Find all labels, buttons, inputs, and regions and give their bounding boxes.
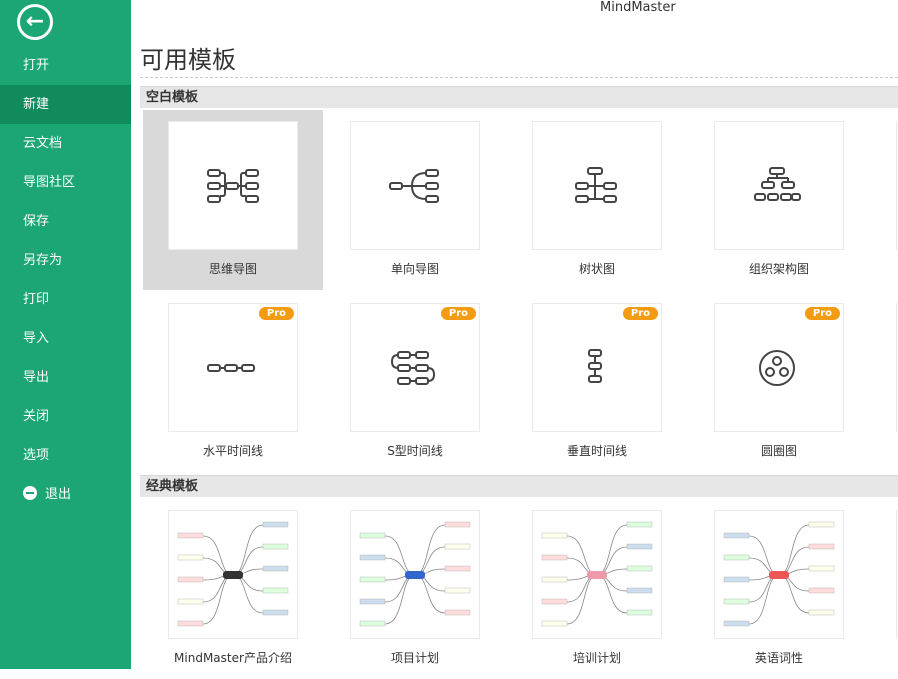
template-item[interactable]: Pro 圆圈图	[689, 292, 869, 472]
template-item[interactable]: 培训计划	[507, 499, 687, 679]
sidebar-item[interactable]: 打印	[0, 280, 131, 319]
template-card[interactable]	[714, 121, 844, 250]
circle-map-icon	[759, 349, 795, 386]
template-card[interactable]	[168, 121, 298, 250]
template-label: 水平时间线	[202, 444, 263, 458]
template-label: 思维导图	[208, 262, 257, 276]
template-label: 单向导图	[390, 262, 439, 276]
template-item[interactable]: 单向导图	[325, 110, 505, 290]
sidebar-item[interactable]: 退出	[0, 475, 131, 514]
template-card[interactable]	[350, 510, 480, 639]
template-card-partial[interactable]	[896, 121, 898, 250]
template-thumbnail	[723, 521, 835, 626]
pro-badge: Pro	[258, 307, 294, 320]
template-item[interactable]: 英语词性	[689, 499, 869, 679]
sidebar-item-label: 导图社区	[23, 175, 76, 190]
template-item[interactable]: Pro 水平时间线	[143, 292, 323, 472]
sidebar: ← 打开新建云文档导图社区保存另存为打印导入导出关闭选项退出	[0, 0, 131, 669]
template-card[interactable]: Pro	[714, 303, 844, 432]
pro-badge: Pro	[804, 307, 840, 320]
back-arrow-icon[interactable]: ←	[17, 4, 53, 40]
sidebar-item-label: 打开	[23, 58, 50, 73]
template-card[interactable]	[714, 510, 844, 639]
template-card-partial[interactable]	[896, 510, 898, 639]
template-label: 组织架构图	[748, 262, 809, 276]
template-thumbnail	[359, 521, 471, 626]
right-map-icon	[389, 168, 439, 203]
template-label: MindMaster产品介绍	[174, 651, 292, 665]
template-item[interactable]: 树状图	[507, 110, 687, 290]
template-card-partial[interactable]	[896, 303, 898, 432]
vertical-timeline-icon	[588, 348, 602, 383]
template-item[interactable]: 思维导图	[143, 110, 323, 290]
section-header-classic: 经典模板	[140, 475, 898, 497]
template-card[interactable]: Pro	[532, 303, 662, 432]
template-label: 树状图	[578, 262, 615, 276]
sidebar-item-label: 导出	[23, 370, 50, 385]
horizontal-timeline-icon	[207, 363, 255, 372]
template-label: 培训计划	[572, 651, 621, 665]
section-header-blank: 空白模板	[140, 86, 898, 108]
template-thumbnail	[177, 521, 289, 626]
template-thumbnail	[541, 521, 653, 626]
sidebar-item-label: 新建	[23, 97, 50, 112]
pro-badge: Pro	[440, 307, 476, 320]
sidebar-item[interactable]: 新建	[0, 85, 131, 124]
template-card[interactable]	[532, 121, 662, 250]
sidebar-item-label: 云文档	[23, 136, 63, 151]
sidebar-item[interactable]: 导图社区	[0, 163, 131, 202]
template-item[interactable]: MindMaster产品介绍	[143, 499, 323, 679]
template-label: 圆圈图	[760, 444, 797, 458]
sidebar-item-label: 退出	[45, 487, 72, 502]
template-label: 项目计划	[390, 651, 439, 665]
template-card[interactable]	[168, 510, 298, 639]
page-title: 可用模板	[140, 46, 236, 74]
exit-icon	[23, 486, 37, 500]
sidebar-item-label: 关闭	[23, 409, 50, 424]
template-card[interactable]: Pro	[168, 303, 298, 432]
sidebar-item[interactable]: 另存为	[0, 241, 131, 280]
mindmap-icon	[207, 168, 259, 203]
tree-icon	[575, 166, 617, 203]
template-label: S型时间线	[387, 444, 443, 458]
sidebar-item[interactable]: 选项	[0, 436, 131, 475]
sidebar-item-label: 导入	[23, 331, 50, 346]
template-item[interactable]: Pro 垂直时间线	[507, 292, 687, 472]
template-label: 英语词性	[754, 651, 803, 665]
sidebar-item[interactable]: 打开	[0, 46, 131, 85]
org-chart-icon	[754, 166, 801, 201]
s-timeline-icon	[390, 350, 436, 385]
template-card[interactable]: Pro	[350, 303, 480, 432]
sidebar-item-label: 保存	[23, 214, 50, 229]
sidebar-item[interactable]: 导入	[0, 319, 131, 358]
divider	[140, 77, 898, 78]
sidebar-item[interactable]: 云文档	[0, 124, 131, 163]
sidebar-item[interactable]: 保存	[0, 202, 131, 241]
template-card[interactable]	[350, 121, 480, 250]
template-card[interactable]	[532, 510, 662, 639]
sidebar-item[interactable]: 导出	[0, 358, 131, 397]
template-label: 垂直时间线	[566, 444, 627, 458]
sidebar-item-label: 另存为	[23, 253, 63, 268]
template-item[interactable]: 组织架构图	[689, 110, 869, 290]
app-title: MindMaster	[600, 0, 676, 15]
sidebar-item-label: 选项	[23, 448, 50, 463]
pro-badge: Pro	[622, 307, 658, 320]
template-item[interactable]: 项目计划	[325, 499, 505, 679]
sidebar-item[interactable]: 关闭	[0, 397, 131, 436]
sidebar-item-label: 打印	[23, 292, 50, 307]
